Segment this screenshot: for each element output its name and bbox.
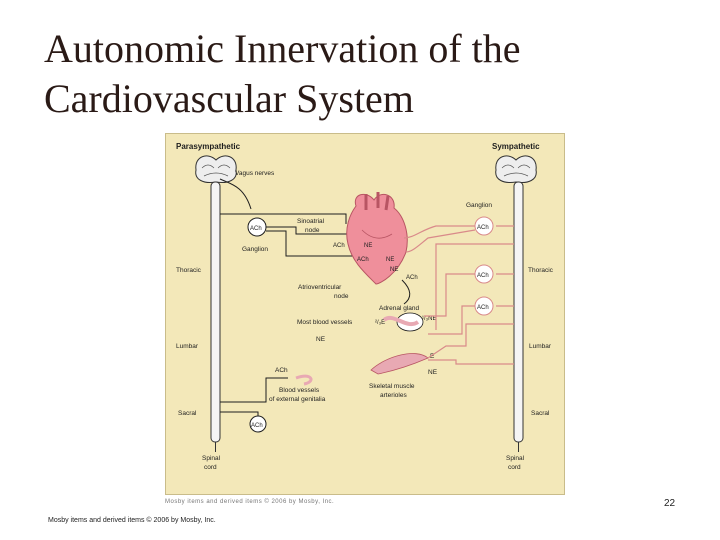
label-genital-vessels-2: of external genitalia [269, 396, 326, 403]
sacral-ganglion-circle [249, 415, 267, 433]
label-ne-heart-2: NE [386, 257, 394, 263]
label-ach-sacral: ACh [251, 423, 263, 429]
label-right-lumbar: Lumbar [529, 343, 552, 350]
slide-title: Autonomic Innervation of the Cardiovascu… [44, 24, 644, 124]
label-left-lumbar: Lumbar [176, 343, 199, 350]
right-spinal-cord [513, 181, 524, 452]
label-left-sacral: Sacral [178, 410, 197, 417]
label-genital-vessels-1: Blood vessels [279, 387, 320, 394]
label-ne-heart-1: NE [364, 243, 372, 249]
label-sinoatrial: Sinoatrial [297, 218, 325, 225]
left-spinal-cord [210, 181, 221, 452]
label-av-node: node [334, 293, 349, 300]
title-line-1: Autonomic Innervation of the [44, 26, 521, 71]
label-two-thirds-e: ²/₃E [375, 320, 385, 326]
label-ne-muscle: NE [428, 369, 438, 376]
label-sa-node: node [305, 227, 320, 234]
label-ach-sa: ACh [333, 243, 345, 249]
title-line-2: Cardiovascular System [44, 76, 414, 121]
label-ach-right-3: ACh [477, 305, 489, 311]
label-skeletal-muscle: Skeletal muscle [369, 383, 415, 390]
label-right-ganglion: Ganglion [466, 202, 492, 209]
adrenal-gland-shape [396, 312, 424, 332]
label-most-blood-vessels: Most blood vessels [297, 319, 353, 326]
label-ne-vessels: NE [316, 336, 326, 343]
genital-vessel-shape [295, 374, 313, 386]
label-left-ganglion: Ganglion [242, 246, 268, 253]
blood-vessel-shape [382, 316, 420, 326]
label-one-third-ne: ¹/₃NE [422, 316, 436, 322]
header-sympathetic: Sympathetic [492, 142, 540, 151]
label-right-sacral: Sacral [531, 410, 550, 417]
page-number: 22 [664, 498, 676, 509]
skeletal-muscle-shape [370, 353, 429, 375]
label-ach-right-1: ACh [477, 225, 489, 231]
label-ach-heart: ACh [357, 257, 369, 263]
label-e-muscle: E [430, 353, 435, 360]
label-right-cord: cord [508, 464, 521, 471]
label-ach-adrenal: ACh [406, 275, 418, 281]
left-brain-icon [195, 155, 237, 183]
label-vagus-nerves: Vagus nerves [235, 170, 275, 177]
diagram-svg: Parasympathetic Sympathetic Vagus nerves… [176, 142, 554, 471]
autonomic-diagram: Parasympathetic Sympathetic Vagus nerves… [165, 133, 565, 495]
label-ach-left-ganglion: ACh [250, 226, 262, 232]
right-brain-icon [495, 155, 537, 183]
label-right-thoracic: Thoracic [528, 267, 554, 274]
label-left-spinal: Spinal [202, 455, 221, 462]
label-left-thoracic: Thoracic [176, 267, 202, 274]
heart-icon [346, 192, 408, 285]
label-ach-right-2: ACh [477, 273, 489, 279]
label-adrenal-gland: Adrenal gland [379, 305, 419, 312]
figure-credit: Mosby items and derived items © 2006 by … [165, 499, 335, 505]
sympathetic-pathways [403, 225, 514, 365]
label-ach-genital: ACh [275, 367, 288, 374]
header-parasympathetic: Parasympathetic [176, 142, 241, 151]
label-ne-heart-3: NE [390, 267, 398, 273]
label-right-spinal: Spinal [506, 455, 525, 462]
footer-copyright: Mosby items and derived items © 2006 by … [48, 517, 216, 524]
label-arterioles: arterioles [380, 392, 407, 399]
label-left-cord: cord [204, 464, 217, 471]
label-atrioventricular: Atrioventricular [298, 284, 342, 291]
